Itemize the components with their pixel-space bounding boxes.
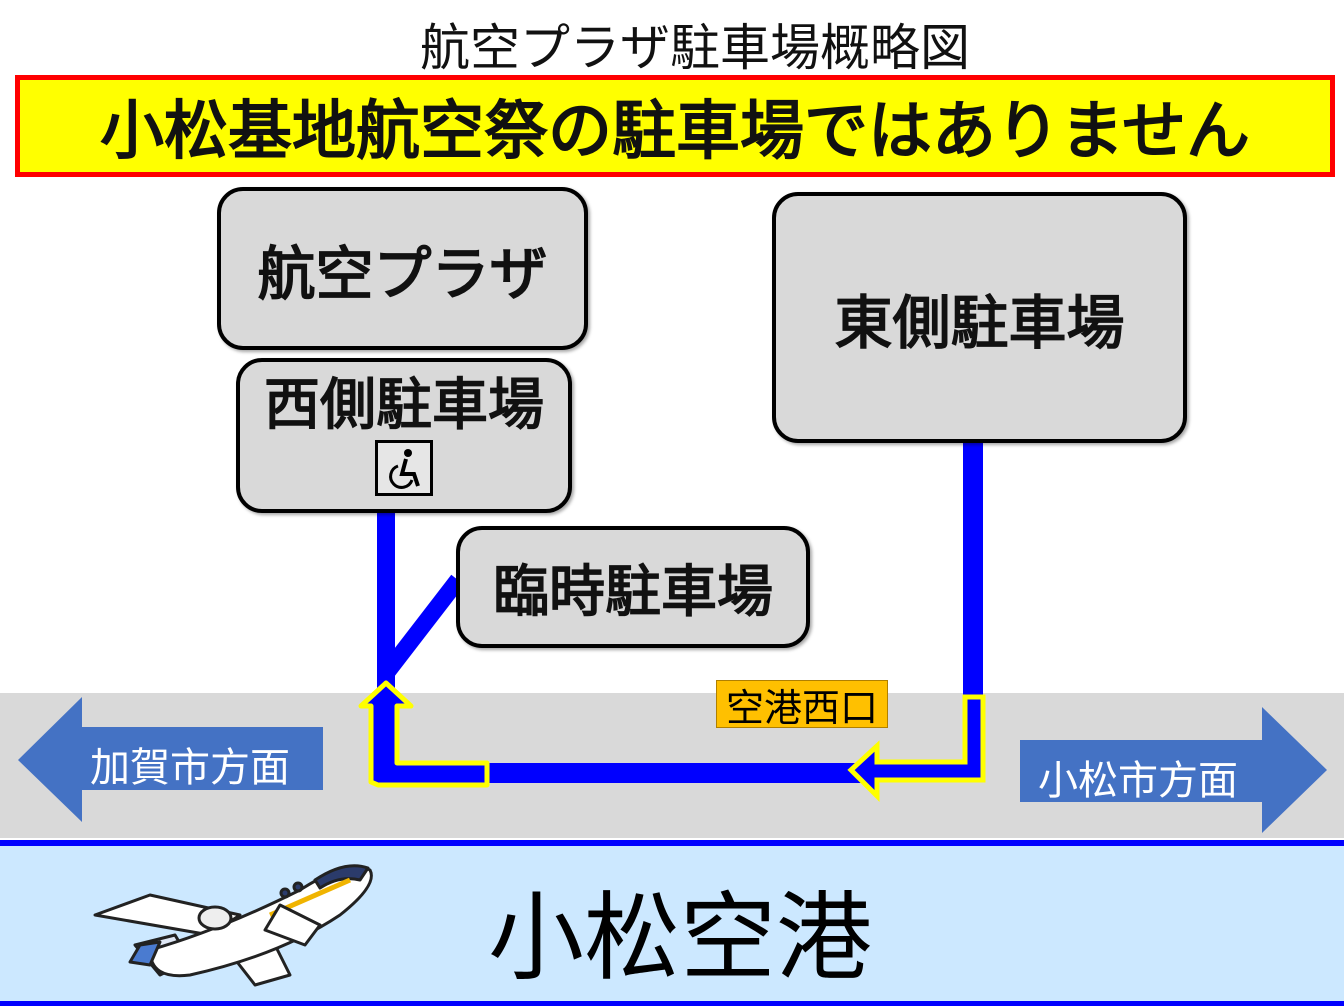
place-temporary-parking: 臨時駐車場 (456, 526, 810, 648)
place-east-parking: 東側駐車場 (772, 192, 1187, 443)
place-label: 臨時駐車場 (493, 559, 773, 625)
place-label: 航空プラザ (257, 239, 548, 308)
route-arrow-up (358, 680, 490, 788)
wheelchair-icon (375, 440, 433, 496)
notice-text: 小松基地航空祭の駐車場ではありません (99, 95, 1251, 169)
place-koku-plaza: 航空プラザ (217, 187, 588, 350)
direction-komatsu: 小松市方面 (1038, 758, 1238, 804)
gate-label: 空港西口 (716, 680, 888, 730)
notice-banner: 小松基地航空祭の駐車場ではありません (15, 75, 1335, 177)
place-label: 東側駐車場 (834, 288, 1125, 357)
airport-name: 小松空港 (488, 882, 872, 994)
route-arrow-left (847, 694, 986, 803)
direction-kaga: 加賀市方面 (90, 745, 290, 791)
arrow-right-komatsu (1020, 707, 1327, 833)
place-west-parking: 西側駐車場 (236, 358, 572, 513)
airplane-icon (93, 864, 373, 987)
map-title: 航空プラザ駐車場概略図 (420, 19, 970, 77)
route-west-vertical (377, 510, 395, 690)
route-east-vertical (963, 440, 983, 698)
route-temp-diagonal (377, 574, 465, 682)
place-label: 西側駐車場 (264, 373, 544, 438)
arrow-left-kaga (18, 697, 323, 822)
route-road (480, 763, 870, 783)
